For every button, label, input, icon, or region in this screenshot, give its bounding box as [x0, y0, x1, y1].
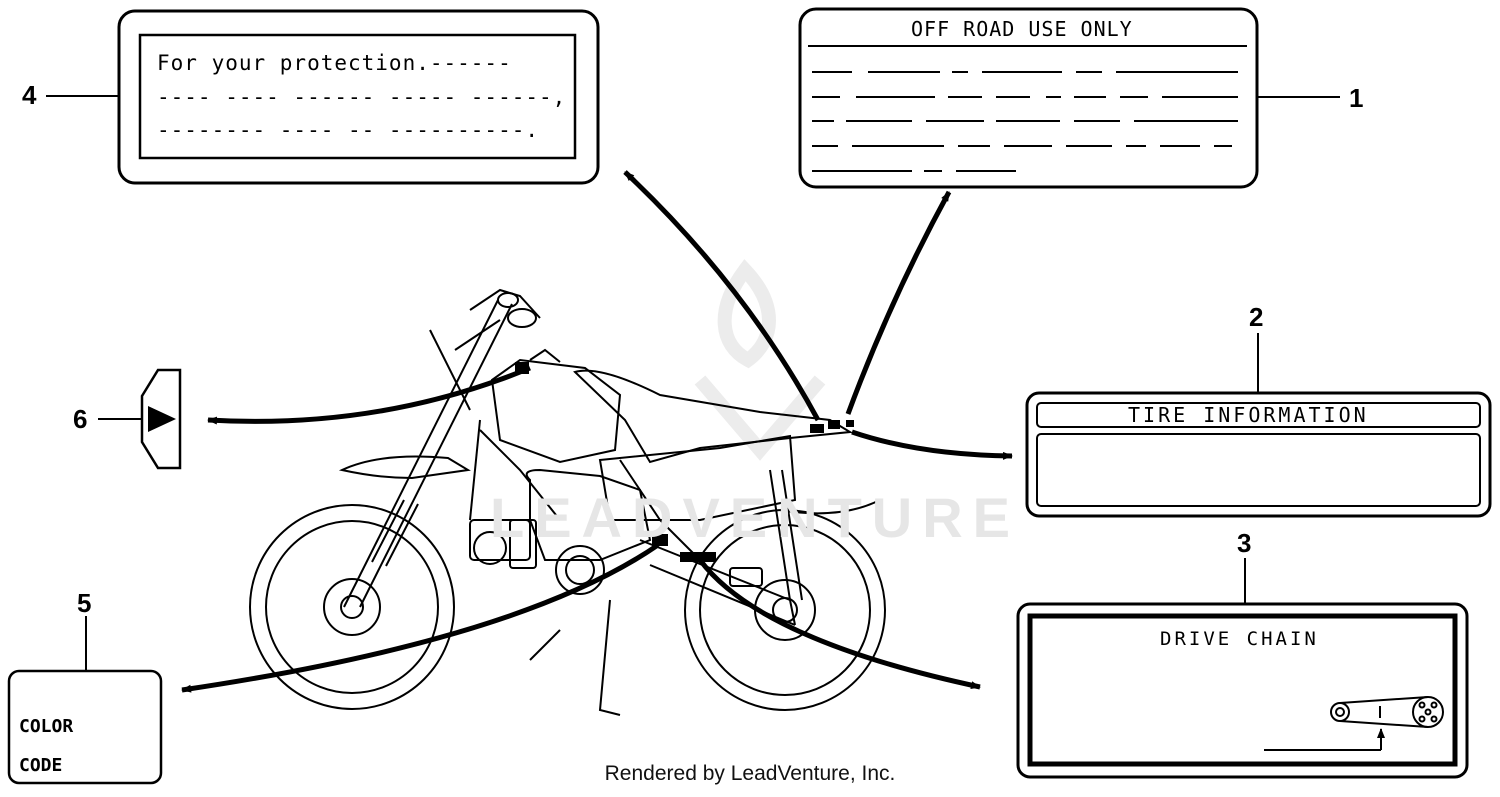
label-1-off-road [798, 7, 1259, 189]
motorcycle-illustration [249, 288, 886, 716]
callout-3: 3 [1237, 528, 1252, 558]
drive-chain-title: DRIVE CHAIN [1160, 628, 1319, 650]
tire-info-title: TIRE INFORMATION [1128, 403, 1369, 427]
label-2-tire-info [1025, 391, 1492, 518]
color-code-line-1: COLOR [19, 716, 74, 737]
protection-line-2: ---- ---- ------ ----- ------, [157, 85, 567, 109]
callout-6: 6 [73, 404, 88, 434]
label-6-arrow-tag [140, 368, 182, 470]
chain-diagram-icon [1264, 696, 1444, 751]
pointer-arrows [181, 170, 1013, 693]
label-3-drive-chain [1016, 602, 1469, 779]
callout-1: 1 [1349, 83, 1364, 113]
callout-2: 2 [1249, 302, 1264, 332]
off-road-title: OFF ROAD USE ONLY [911, 17, 1133, 41]
callout-5: 5 [77, 588, 92, 618]
callout-leaders [46, 95, 1340, 671]
label-4-protection [117, 9, 600, 185]
watermark-text: LEADVENTURE [490, 486, 1021, 549]
footer-credit: Rendered by LeadVenture, Inc. [604, 762, 896, 785]
watermark-logo [694, 259, 826, 461]
callout-4: 4 [22, 80, 37, 110]
protection-line-3: -------- ---- -- ----------. [157, 118, 540, 142]
protection-line-1: For your protection.------ [157, 51, 512, 75]
color-code-line-2: CODE [19, 755, 63, 776]
